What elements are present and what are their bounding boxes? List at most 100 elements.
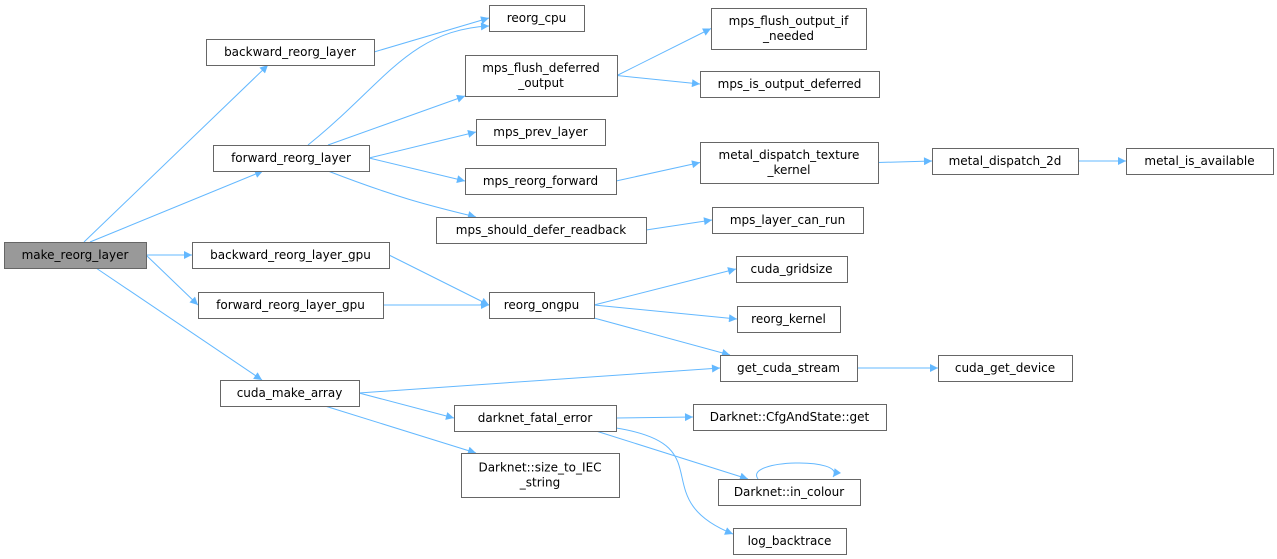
node-mps-should-defer-readback[interactable]: mps_should_defer_readback bbox=[436, 217, 647, 244]
node-cuda-get-device[interactable]: cuda_get_device bbox=[938, 355, 1073, 382]
edge-in_colour-to-in_colour bbox=[756, 462, 841, 480]
edge-forward_reorg_layer-to-mps_prev_layer bbox=[368, 130, 477, 159]
node-cuda-gridsize[interactable]: cuda_gridsize bbox=[736, 256, 848, 283]
node-label: _kernel bbox=[767, 163, 811, 177]
node-box bbox=[720, 355, 858, 382]
edge-make_reorg_layer-to-cuda_make_array bbox=[95, 267, 263, 381]
node-label: darknet_fatal_error bbox=[478, 411, 593, 425]
edge-reorg_ongpu-to-get_cuda_stream bbox=[593, 317, 731, 357]
node-box bbox=[733, 528, 847, 555]
node-label: mps_flush_output_if bbox=[729, 14, 849, 28]
node-forward-reorg-layer[interactable]: forward_reorg_layer bbox=[213, 145, 370, 172]
edge-forward_reorg_layer-to-mps_reorg_forward bbox=[368, 157, 466, 184]
node-label: backward_reorg_layer_gpu bbox=[210, 248, 371, 262]
node-label: _needed bbox=[762, 29, 814, 43]
node-metal-dispatch-texture-kernel[interactable]: metal_dispatch_texture_kernel bbox=[700, 142, 879, 184]
edges bbox=[83, 16, 1126, 535]
node-in-colour[interactable]: Darknet::in_colour bbox=[718, 479, 861, 506]
node-reorg-kernel[interactable]: reorg_kernel bbox=[737, 306, 841, 333]
node-label: log_backtrace bbox=[748, 534, 832, 548]
node-label: forward_reorg_layer_gpu bbox=[216, 298, 365, 312]
edge-reorg_ongpu-to-cuda_gridsize bbox=[593, 267, 737, 306]
node-reorg-ongpu[interactable]: reorg_ongpu bbox=[489, 292, 595, 319]
node-box bbox=[938, 355, 1073, 382]
node-box bbox=[454, 405, 617, 432]
node-label: cuda_make_array bbox=[237, 386, 343, 400]
edge-darknet_fatal_error-to-cfg_get bbox=[615, 413, 694, 422]
node-box bbox=[213, 145, 370, 172]
node-backward-reorg-layer-gpu[interactable]: backward_reorg_layer_gpu bbox=[192, 242, 390, 269]
node-label: metal_dispatch_2d bbox=[949, 154, 1062, 168]
node-log-backtrace[interactable]: log_backtrace bbox=[733, 528, 847, 555]
node-make-reorg-layer[interactable]: make_reorg_layer bbox=[4, 242, 147, 269]
node-box bbox=[693, 404, 887, 431]
node-mps-reorg-forward[interactable]: mps_reorg_forward bbox=[465, 168, 617, 195]
node-label: mps_prev_layer bbox=[493, 125, 588, 139]
node-box bbox=[206, 39, 375, 66]
node-box bbox=[465, 55, 618, 97]
node-box bbox=[220, 380, 360, 407]
node-cfg-get[interactable]: Darknet::CfgAndState::get bbox=[693, 404, 887, 431]
node-box bbox=[198, 292, 384, 319]
node-metal-is-available[interactable]: metal_is_available bbox=[1126, 148, 1274, 175]
node-label: forward_reorg_layer bbox=[231, 151, 351, 165]
node-get-cuda-stream[interactable]: get_cuda_stream bbox=[720, 355, 858, 382]
node-box bbox=[712, 207, 864, 234]
node-box bbox=[436, 217, 647, 244]
edge-reorg_ongpu-to-reorg_kernel bbox=[593, 304, 738, 323]
node-label: mps_layer_can_run bbox=[730, 213, 845, 227]
edge-forward_reorg_layer-to-mps_should_defer_readback bbox=[327, 170, 477, 219]
node-box bbox=[476, 119, 606, 146]
node-box bbox=[736, 256, 848, 283]
node-box bbox=[489, 292, 595, 319]
node-label: cuda_get_device bbox=[955, 361, 1055, 375]
node-mps-is-output-deferred[interactable]: mps_is_output_deferred bbox=[700, 71, 880, 98]
node-label: mps_reorg_forward bbox=[483, 174, 598, 188]
node-label: mps_should_defer_readback bbox=[456, 223, 626, 237]
edge-make_reorg_layer-to-forward_reorg_layer bbox=[89, 170, 264, 243]
edge-mps_flush_deferred_output-to-mps_flush_output_if_needed bbox=[616, 28, 712, 76]
node-label: reorg_kernel bbox=[751, 312, 826, 326]
node-darknet-fatal-error[interactable]: darknet_fatal_error bbox=[454, 405, 617, 432]
edge-make_reorg_layer-to-forward_reorg_layer_gpu bbox=[145, 254, 199, 306]
node-label: backward_reorg_layer bbox=[224, 45, 356, 59]
node-box bbox=[461, 453, 620, 498]
node-label: Darknet::CfgAndState::get bbox=[710, 410, 870, 424]
node-backward-reorg-layer[interactable]: backward_reorg_layer bbox=[206, 39, 375, 66]
node-box bbox=[711, 8, 867, 50]
node-box bbox=[1126, 148, 1274, 175]
node-label: reorg_ongpu bbox=[504, 298, 580, 312]
node-label: mps_flush_deferred bbox=[482, 61, 600, 75]
node-box bbox=[737, 306, 841, 333]
edge-cuda_make_array-to-get_cuda_stream bbox=[358, 364, 721, 394]
node-box bbox=[700, 142, 879, 184]
node-label: metal_dispatch_texture bbox=[719, 148, 860, 162]
node-label: get_cuda_stream bbox=[737, 361, 840, 375]
node-label: cuda_gridsize bbox=[751, 262, 833, 276]
node-forward-reorg-layer-gpu[interactable]: forward_reorg_layer_gpu bbox=[198, 292, 384, 319]
node-mps-layer-can-run[interactable]: mps_layer_can_run bbox=[712, 207, 864, 234]
node-box bbox=[192, 242, 390, 269]
edge-forward_reorg_layer-to-mps_flush_deferred_output bbox=[327, 94, 466, 146]
node-mps-flush-deferred-output[interactable]: mps_flush_deferred_output bbox=[465, 55, 618, 97]
node-metal-dispatch-2d[interactable]: metal_dispatch_2d bbox=[932, 148, 1079, 175]
node-reorg-cpu[interactable]: reorg_cpu bbox=[489, 5, 585, 32]
node-box bbox=[932, 148, 1079, 175]
edge-cuda_make_array-to-darknet_fatal_error bbox=[358, 392, 455, 420]
edge-mps_reorg_forward-to-metal_dispatch_texture_kernel bbox=[615, 160, 701, 182]
node-label: _string bbox=[519, 476, 560, 490]
node-box bbox=[700, 71, 880, 98]
edge-make_reorg_layer-to-backward_reorg_layer bbox=[83, 64, 269, 243]
node-mps-prev-layer[interactable]: mps_prev_layer bbox=[476, 119, 606, 146]
edge-mps_should_defer_readback-to-mps_layer_can_run bbox=[645, 217, 713, 231]
node-label: metal_is_available bbox=[1144, 154, 1254, 168]
edge-mps_flush_deferred_output-to-mps_is_output_deferred bbox=[616, 75, 701, 88]
edge-darknet_fatal_error-to-log_backtrace bbox=[615, 427, 734, 535]
node-cuda-make-array[interactable]: cuda_make_array bbox=[220, 380, 360, 407]
node-mps-flush-output-if-needed[interactable]: mps_flush_output_if_needed bbox=[711, 8, 867, 50]
node-label: mps_is_output_deferred bbox=[718, 77, 862, 91]
edge-darknet_fatal_error-to-in_colour bbox=[595, 430, 749, 481]
node-label: reorg_cpu bbox=[507, 11, 567, 25]
node-size-to-IEC-string[interactable]: Darknet::size_to_IEC_string bbox=[461, 453, 620, 498]
